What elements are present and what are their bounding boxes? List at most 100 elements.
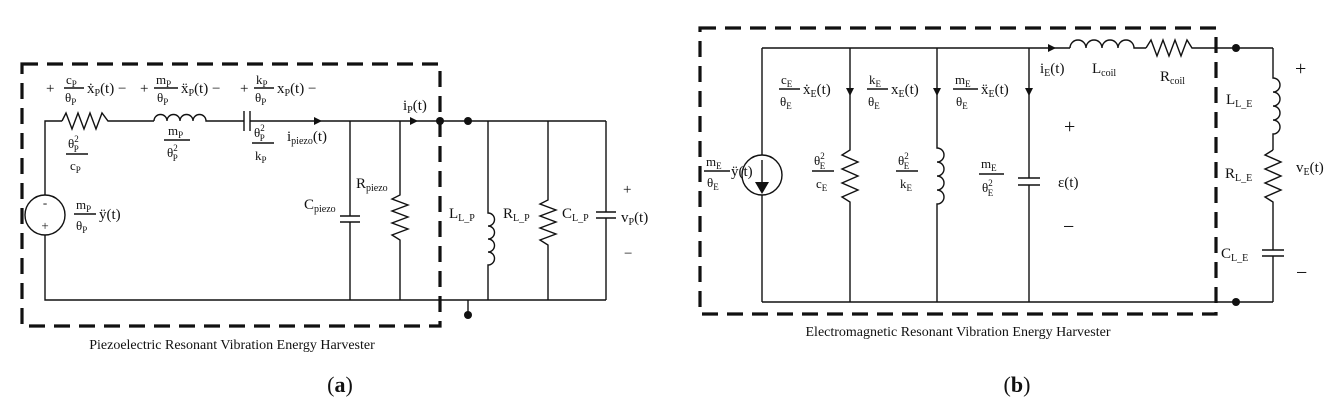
eq-theta-p-den-1: θP xyxy=(65,90,76,107)
v-p-plus: + xyxy=(623,182,631,198)
v-e-plus: + xyxy=(1295,58,1306,80)
b1-term: ẋE(t) xyxy=(803,82,831,100)
piezo-terminal-top-right xyxy=(464,117,472,125)
em-source-arrow-head xyxy=(755,182,769,194)
source-den: θP xyxy=(76,218,87,235)
eq-term-displacement: xP(t) − xyxy=(277,81,316,99)
v-p-label: vP(t) xyxy=(621,210,648,228)
i-p-arrow xyxy=(410,117,418,125)
eq-term-acceleration: ẍP(t) − xyxy=(181,81,220,99)
b3-num: mE xyxy=(955,72,971,89)
c-load-p-label: CL_P xyxy=(562,206,589,224)
v-e-label: vE(t) xyxy=(1296,160,1324,178)
r-value-den: cP xyxy=(70,158,81,175)
r-load-p-label: RL_P xyxy=(503,206,530,224)
source-num: mP xyxy=(76,197,91,214)
emf-plus: + xyxy=(1064,116,1075,138)
caption-a: Piezoelectric Resonant Vibration Energy … xyxy=(89,338,375,353)
piezo-bottom-rail xyxy=(44,235,606,301)
i-piezo-arrow xyxy=(314,117,322,125)
piezo-circuit: - + + cP θP ẋP(t) − + mP θP ẍP(t) − + kP… xyxy=(20,62,648,397)
em-source-den: θE xyxy=(707,175,719,192)
eq-k-p-num: kP xyxy=(256,72,268,89)
eq-m-p-num: mP xyxy=(156,72,171,89)
eq-theta-p-den-3: θP xyxy=(255,90,266,107)
em-l-value-den: kE xyxy=(900,176,913,193)
r-piezo-label: Rpiezo xyxy=(356,176,388,194)
source-minus-sign: - xyxy=(43,195,47,210)
piezo-left-wire xyxy=(44,120,62,195)
r-coil-resistor xyxy=(1145,38,1273,58)
v-p-minus: − xyxy=(624,246,632,262)
i-e-arrow xyxy=(1048,44,1056,52)
em-terminal-top xyxy=(1232,44,1240,52)
caption-b: Electromagnetic Resonant Vibration Energ… xyxy=(806,325,1111,340)
b1-den: θE xyxy=(780,94,792,111)
c-load-e-capacitor xyxy=(1262,249,1284,302)
v-e-minus: − xyxy=(1296,262,1307,284)
eq-term-velocity: ẋP(t) − xyxy=(87,81,126,99)
eq-plus-3: + xyxy=(240,81,248,97)
c-load-e-label: CL_E xyxy=(1221,246,1248,264)
em-damper-resistor xyxy=(840,48,860,302)
i-e-label: iE(t) xyxy=(1040,61,1064,79)
b2-den: θE xyxy=(868,94,880,111)
piezo-terminal-top-left xyxy=(436,117,444,125)
c-value-den: kP xyxy=(255,148,267,165)
i-p-label: iP(t) xyxy=(403,98,427,116)
source-plus-sign: + xyxy=(41,218,48,233)
l-load-e-label: LL_E xyxy=(1226,92,1252,110)
eq-plus-1: + xyxy=(46,81,54,97)
eq-theta-p-den-2: θP xyxy=(157,90,168,107)
emf-minus: − xyxy=(1063,216,1074,238)
b2-num: kE xyxy=(869,72,882,89)
panel-label-a: (a) xyxy=(327,372,353,397)
l-value-num: mP xyxy=(168,123,183,140)
r-coil-label: Rcoil xyxy=(1160,69,1185,87)
eq-plus-2: + xyxy=(140,81,148,97)
i-piezo-label: ipiezo(t) xyxy=(287,129,327,147)
r-load-e-resistor xyxy=(1263,149,1283,250)
l-load-e-inductor xyxy=(1272,48,1281,150)
b1-num: cE xyxy=(781,72,793,89)
l-load-p-inductor xyxy=(487,121,496,300)
em-circuit: mE θE ÿ(t) cE θE ẋE(t) kE θE xE(t) mE θE… xyxy=(698,26,1324,397)
eq-c-p-num: cP xyxy=(66,72,77,89)
piezo-boundary-box xyxy=(20,62,442,328)
c-piezo-label: Cpiezo xyxy=(304,197,336,215)
em-source-ydd: ÿ(t) xyxy=(731,164,753,180)
branch-3-arrow xyxy=(1025,88,1033,96)
piezo-mass-inductor xyxy=(153,113,244,122)
piezo-voltage-source xyxy=(24,194,66,236)
em-terminal-bottom xyxy=(1232,298,1240,306)
l-coil-label: Lcoil xyxy=(1092,61,1116,79)
b3-den: θE xyxy=(956,94,968,111)
l-load-p-label: LL_P xyxy=(449,206,475,224)
c-load-p-capacitor xyxy=(596,121,616,300)
piezo-damper-resistor xyxy=(61,111,154,131)
r-load-e-label: RL_E xyxy=(1225,166,1252,184)
em-boundary-box xyxy=(698,26,1218,316)
source-ydd: ÿ(t) xyxy=(99,207,121,223)
r-piezo-resistor xyxy=(390,121,410,300)
b2-term: xE(t) xyxy=(891,82,919,100)
em-c-value-num: mE xyxy=(981,156,997,173)
em-spring-inductor xyxy=(936,48,945,302)
emf-label: ε(t) xyxy=(1058,175,1078,191)
b3-term: ẍE(t) xyxy=(981,82,1009,100)
em-source-num: mE xyxy=(706,154,722,171)
l-coil-inductor xyxy=(1069,39,1146,49)
branch-2-arrow xyxy=(933,88,941,96)
em-r-value-den: cE xyxy=(816,176,828,193)
r-load-p-resistor xyxy=(538,121,558,300)
em-mass-capacitor xyxy=(1018,48,1040,302)
c-piezo-capacitor xyxy=(340,121,360,300)
branch-1-arrow xyxy=(846,88,854,96)
